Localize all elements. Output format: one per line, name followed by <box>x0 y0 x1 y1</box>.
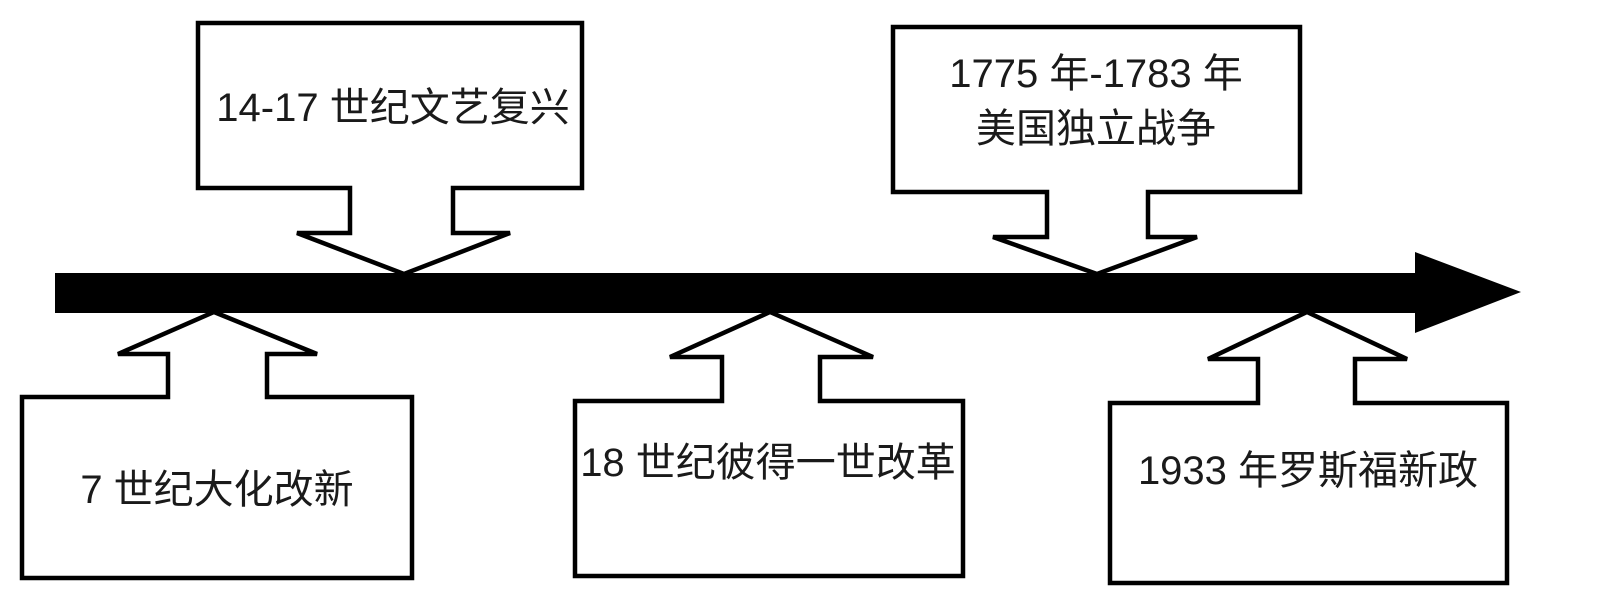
event-label: 7 世纪大化改新 <box>80 468 353 512</box>
event-label-line1: 1775 年-1783 年 <box>949 52 1243 96</box>
event-roosevelt-new-deal: 1933 年罗斯福新政 <box>1107 309 1510 586</box>
event-taika-reform: 7 世纪大化改新 <box>19 309 415 581</box>
timeline-arrow <box>55 252 1521 333</box>
up-arrow-callout-box <box>1107 309 1510 586</box>
event-label: 1933 年罗斯福新政 <box>1138 449 1478 493</box>
event-american-independence-war: 1775 年-1783 年 美国独立战争 <box>890 24 1303 277</box>
event-peter-the-great-reform: 18 世纪彼得一世改革 <box>572 309 966 579</box>
up-arrow-callout-box <box>19 309 415 581</box>
event-label: 18 世纪彼得一世改革 <box>580 441 956 485</box>
event-label-line2: 美国独立战争 <box>976 107 1216 151</box>
down-arrow-callout-box <box>890 24 1303 277</box>
event-label: 14-17 世纪文艺复兴 <box>216 86 569 130</box>
down-arrow-callout-box <box>195 20 585 277</box>
event-renaissance: 14-17 世纪文艺复兴 <box>195 20 585 277</box>
up-arrow-callout-box <box>572 309 966 579</box>
